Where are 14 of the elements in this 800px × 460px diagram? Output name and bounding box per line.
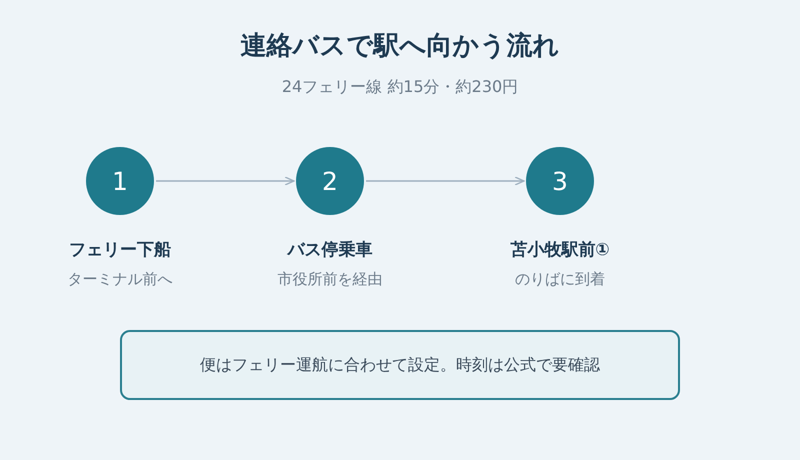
step-circle: 2 <box>296 147 364 215</box>
step-heading: バス停乗車 <box>288 239 372 261</box>
title: 連絡バスで駅へ向かう流れ <box>240 30 560 63</box>
step-circle: 3 <box>526 147 594 215</box>
step-description: ターミナル前へ <box>68 270 172 289</box>
step-heading: フェリー下船 <box>69 239 171 261</box>
step-circle: 1 <box>86 147 154 215</box>
subtitle: 24フェリー線 約15分・約230円 <box>280 77 520 98</box>
step-description: 市役所前を経由 <box>278 270 382 289</box>
arrow <box>366 176 525 186</box>
step-heading: 苫小牧駅前① <box>510 239 610 261</box>
step-description: のりばに到着 <box>515 270 605 289</box>
arrow <box>156 176 295 186</box>
note-box: 便はフェリー運航に合わせて設定。時刻は公式で要確認 <box>120 330 680 400</box>
